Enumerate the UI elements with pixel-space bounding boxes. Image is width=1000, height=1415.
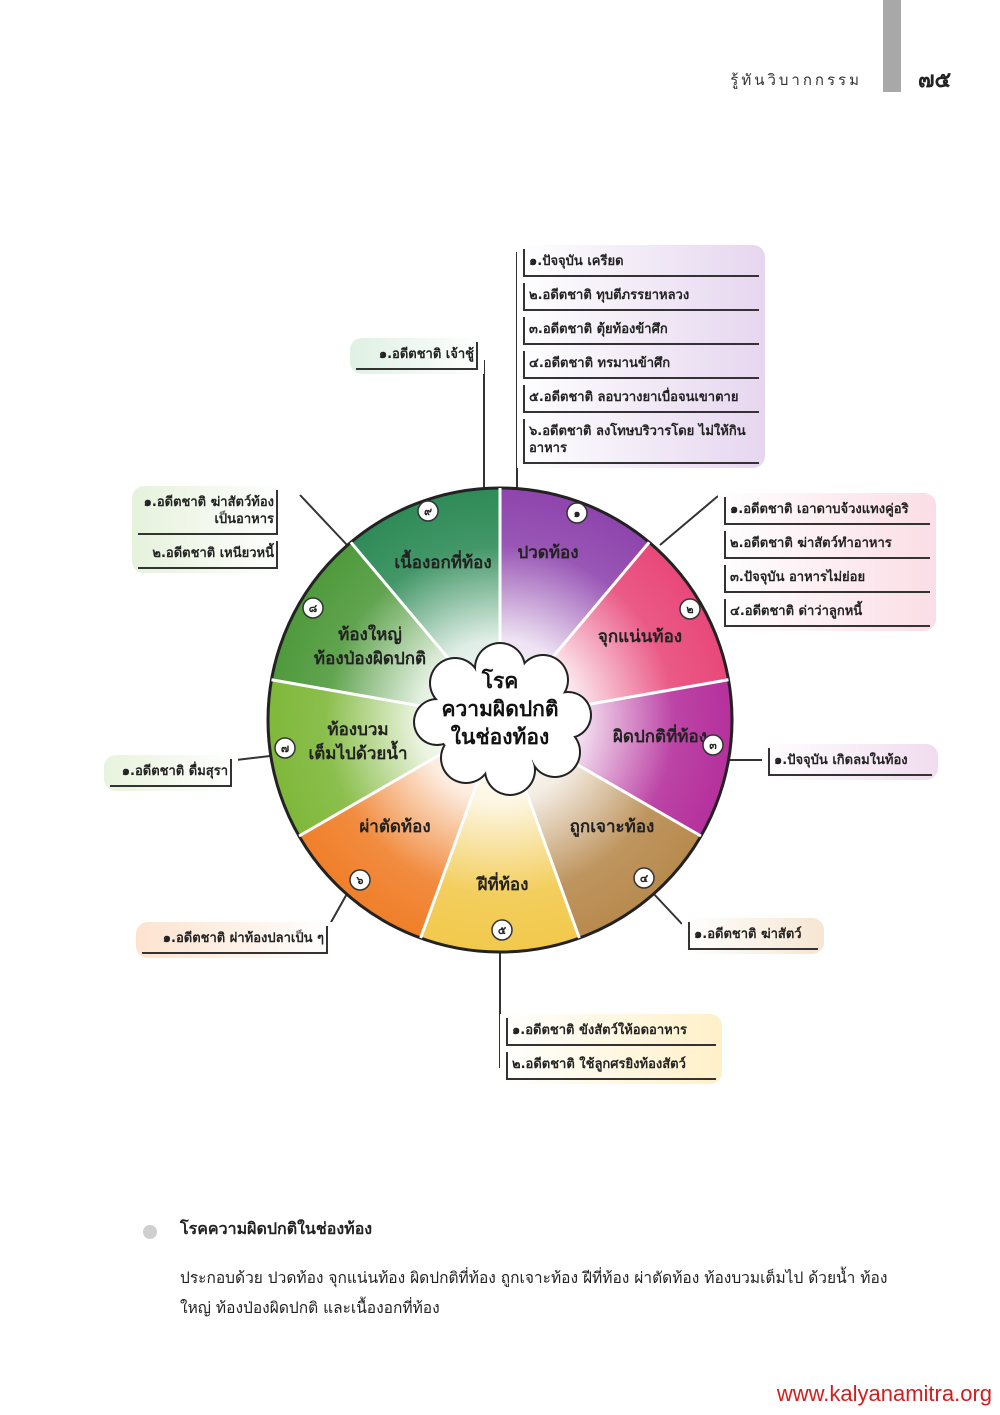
cause-box-s8: ๑.อดีตชาติ ฆ่าสัตว์ท้อง เป็นอาหาร๒.อดีตช… [132,486,284,573]
header-title: รู้ทันวิบากกรรม [730,71,862,89]
cause-item: ๑.อดีตชาติ ขังสัตว์ให้อดอาหาร [506,1018,716,1046]
segment-number-badge [302,597,324,619]
segment-number-badge [566,502,588,524]
cause-item: ๑.ปัจจุบัน เครียด [523,249,759,277]
segment-number-badge [702,734,724,756]
segment-label-8: ท้องใหญ่ท้องป่องผิดปกติ [314,624,426,669]
disease-wheel-diagram: ปวดท้อง ๑จุกแน่นท้อง ๒ผิดปกติที่ท้อง๓ถูกเจ… [235,252,766,1068]
cause-item: ๓.อดีตชาติ ตุ้ยท้องข้าศึก [523,317,759,345]
section-title: โรคความผิดปกติในช่องท้อง [180,1219,373,1238]
page-number: ๗๕ [918,68,952,93]
bullet-icon [143,1225,157,1239]
segment-label-7: ท้องบวมเต็มไปด้วยน้ำ [308,720,407,764]
segment-number: ๕ [498,924,507,937]
cause-item: ๑.อดีตชาติ เอาดาบจ้วงแทงคู่อริ [724,497,930,525]
segment-number: ๑ [574,507,581,520]
segment-number: ๓ [709,739,717,752]
segment-number: ๖ [356,874,364,887]
section-body: ประกอบด้วย ปวดท้อง จุกแน่นท้อง ผิดปกติที… [180,1269,888,1317]
connector-line [329,891,349,925]
segment-number: ๘ [309,602,318,615]
segment-number-badge [679,598,701,620]
cause-box-s2: ๑.อดีตชาติ เอาดาบจ้วงแทงคู่อริ๒.อดีตชาติ… [718,493,936,631]
cause-item: ๓.ปัจจุบัน อาหารไม่ย่อย [724,565,930,593]
segment-number-badge [349,869,371,891]
cause-item: ๕.อดีตชาติ ลอบวางยาเบื่อจนเขาตาย [523,385,759,413]
cause-item: ๑.ปัจจุบัน เกิดลมในท้อง [768,748,932,776]
segment-label-3: ผิดปกติที่ท้อง [613,724,707,747]
cause-item: ๑.อดีตชาติ เจ้าชู้ [356,342,478,370]
cause-item: ๑.อดีตชาติ ฆ่าสัตว์ท้อง เป็นอาหาร [138,490,278,535]
cause-item: ๒.อดีตชาติ เหนียวหนี้ [138,541,278,569]
cause-item: ๑.อดีตชาติ ผ่าท้องปลาเป็น ๆ [142,926,328,954]
segment-number: ๗ [281,742,289,755]
segment-label-5: ฝีที่ท้อง [476,872,529,895]
connector-line [651,891,683,925]
cause-item: ๖.อดีตชาติ ลงโทษบริวารโดย ไม่ให้กินอาหาร [523,419,759,464]
segment-number-badge [274,737,296,759]
segment-label-9: เนื้องอกที่ท้อง [394,549,491,573]
segment-label-2: จุกแน่นท้อง [598,627,682,647]
segment-number-badge [491,919,513,941]
footer-url: www.kalyanamitra.org [776,1381,992,1406]
header-bar [883,0,901,92]
cause-box-s5: ๑.อดีตชาติ ขังสัตว์ให้อดอาหาร๒.อดีตชาติ … [500,1014,722,1084]
segment-number: ๔ [640,872,649,885]
connector-line [235,755,271,761]
cause-item: ๔.อดีตชาติ ด่าว่าลูกหนี้ [724,599,930,627]
segment-number: ๒ [686,603,693,616]
cause-item: ๑.อดีตชาติ ดื่มสุรา [110,759,232,787]
cause-box-s6: ๑.อดีตชาติ ผ่าท้องปลาเป็น ๆ [136,922,334,958]
cause-item: ๑.อดีตชาติ ฆ่าสัตว์ [688,922,818,950]
segment-label-1: ปวดท้อง [517,543,578,563]
segment-number-badge [417,500,439,522]
cause-box-s1: ๑.ปัจจุบัน เครียด๒.อดีตชาติ ทุบตีภรรยาหล… [517,245,765,468]
segment-number: ๙ [424,505,432,518]
connector-line [659,495,719,546]
segment-number-badge [633,867,655,889]
center-label: โรคความผิดปกติในช่องท้อง [441,668,558,749]
cause-box-s4: ๑.อดีตชาติ ฆ่าสัตว์ [682,918,824,954]
cause-item: ๔.อดีตชาติ ทรมานข้าศึก [523,351,759,379]
center-cloud: โรคความผิดปกติในช่องท้อง [413,642,592,796]
connector-line [299,494,349,547]
cause-item: ๒.อดีตชาติ ทุบตีภรรยาหลวง [523,283,759,311]
segment-label-6: ผ่าตัดท้อง [359,817,430,837]
cause-item: ๒.อดีตชาติ ฆ่าสัตว์ทำอาหาร [724,531,930,559]
segment-labels: ปวดท้อง ๑จุกแน่นท้อง ๒ผิดปกติที่ท้อง๓ถูกเจ… [274,500,724,941]
cause-box-s3: ๑.ปัจจุบัน เกิดลมในท้อง [762,744,938,780]
segment-label-4: ถูกเจาะท้อง [570,817,655,838]
cause-box-s7: ๑.อดีตชาติ ดื่มสุรา [104,755,238,791]
cause-box-s9: ๑.อดีตชาติ เจ้าชู้ [350,338,484,374]
cause-item: ๒.อดีตชาติ ใช้ลูกศรยิงท้องสัตว์ [506,1052,716,1080]
